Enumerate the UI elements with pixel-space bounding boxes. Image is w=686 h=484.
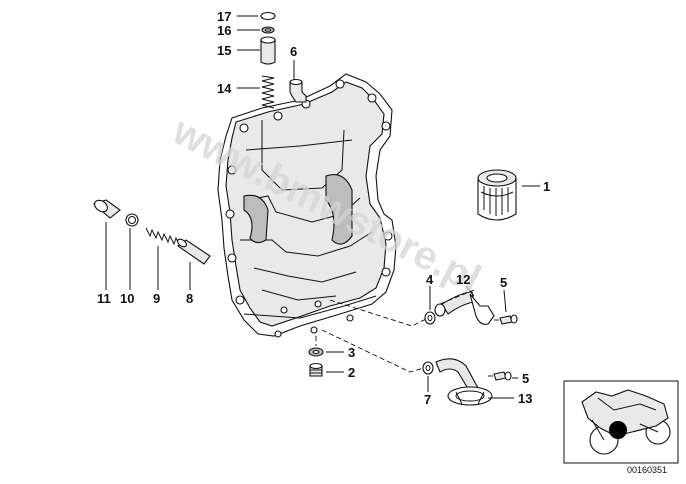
callout-4: 4 [426, 272, 434, 287]
callout-15: 15 [217, 43, 231, 58]
callout-labels: 17 16 15 14 6 1 11 10 9 8 4 12 5 3 2 5 7… [97, 9, 550, 407]
oil-pickup-12 [434, 291, 495, 325]
circlip-17 [260, 11, 276, 21]
callout-5-lower: 5 [522, 371, 529, 386]
oil-filter [477, 169, 517, 221]
leader-lines [105, 15, 540, 399]
angle-fitting-6 [289, 78, 307, 103]
callout-13: 13 [518, 391, 532, 406]
washer-16 [261, 26, 275, 34]
location-marker [609, 421, 627, 439]
callout-12: 12 [456, 272, 470, 287]
callout-2: 2 [348, 365, 355, 380]
callout-9: 9 [153, 291, 160, 306]
gasket-7 [422, 361, 434, 375]
crankcase-housing [217, 73, 397, 338]
spring-14 [261, 75, 275, 109]
valve-piston-15 [260, 36, 276, 65]
callout-14: 14 [217, 81, 232, 96]
callout-16: 16 [217, 23, 231, 38]
callout-11: 11 [97, 291, 111, 306]
callout-5-upper: 5 [500, 275, 507, 290]
plug-screw-11 [92, 199, 121, 219]
callout-8: 8 [186, 291, 193, 306]
screw-5-upper [499, 314, 518, 325]
screw-5-lower [493, 371, 512, 381]
motorcycle-locator-thumbnail [563, 380, 679, 464]
drain-plug-2 [309, 362, 323, 377]
valve-piston-8 [177, 238, 211, 265]
callout-6: 6 [290, 44, 297, 59]
callout-17: 17 [217, 9, 231, 24]
washer-3 [308, 347, 324, 357]
callout-10: 10 [120, 291, 134, 306]
gasket-4 [424, 311, 436, 325]
callout-7: 7 [424, 392, 431, 407]
callout-3: 3 [348, 345, 355, 360]
sealing-ring-10 [125, 213, 139, 227]
oil-pickup-13 [435, 358, 493, 406]
spring-9 [145, 227, 181, 247]
reference-code: 00160351 [627, 465, 667, 475]
assembly-guide-lines [315, 289, 500, 377]
callout-1: 1 [543, 179, 550, 194]
